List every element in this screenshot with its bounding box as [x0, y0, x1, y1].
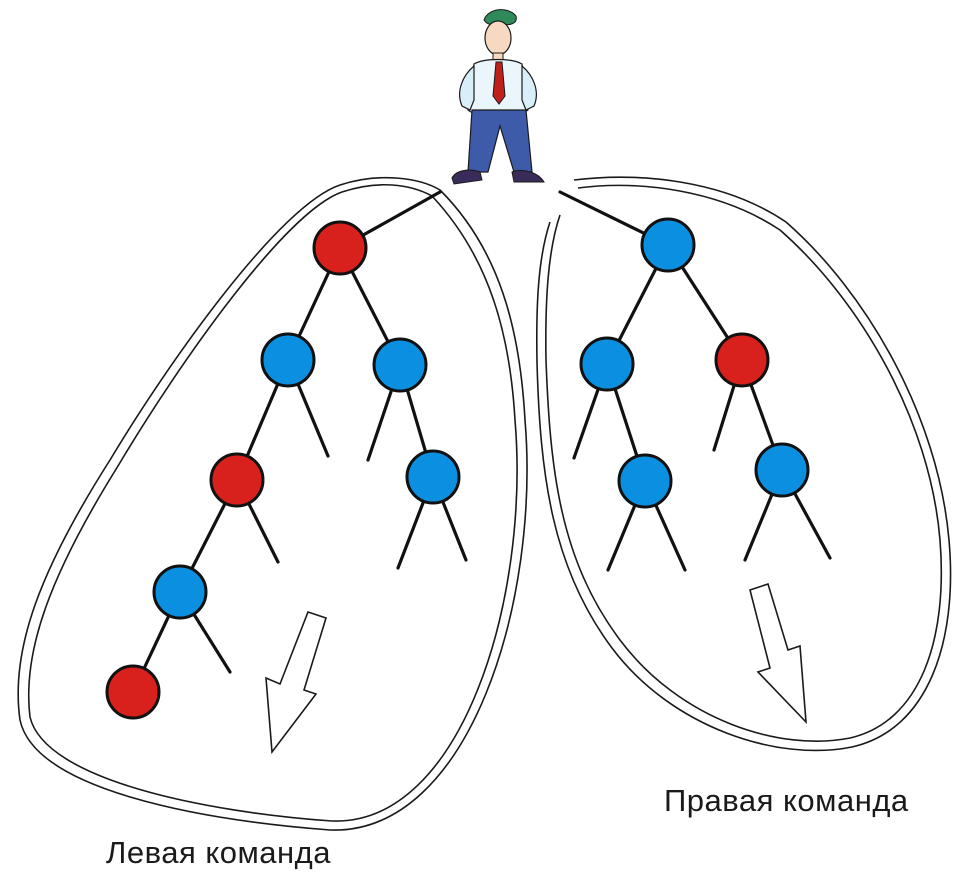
right-node: [640, 217, 696, 273]
left-node: [105, 664, 161, 720]
left-node: [372, 337, 428, 393]
left-tree-nodes: [105, 220, 461, 720]
right-node: [617, 453, 673, 509]
right-tree-nodes: [579, 217, 810, 509]
right-node: [714, 332, 770, 388]
left-down-arrow-icon: [265, 611, 327, 755]
right-team-label: Правая команда: [664, 783, 909, 818]
left-node: [152, 564, 208, 620]
manager-person-icon: [451, 9, 545, 185]
left-node: [405, 449, 461, 505]
left-node: [312, 220, 368, 276]
left-node: [209, 452, 265, 508]
left-team-label: Левая команда: [106, 835, 331, 870]
right-node: [579, 336, 635, 392]
right-team-outline: [535, 176, 952, 752]
right-down-arrow-icon: [749, 582, 807, 725]
left-team-outline: [17, 176, 528, 831]
left-node: [260, 332, 316, 388]
right-node: [754, 442, 810, 498]
